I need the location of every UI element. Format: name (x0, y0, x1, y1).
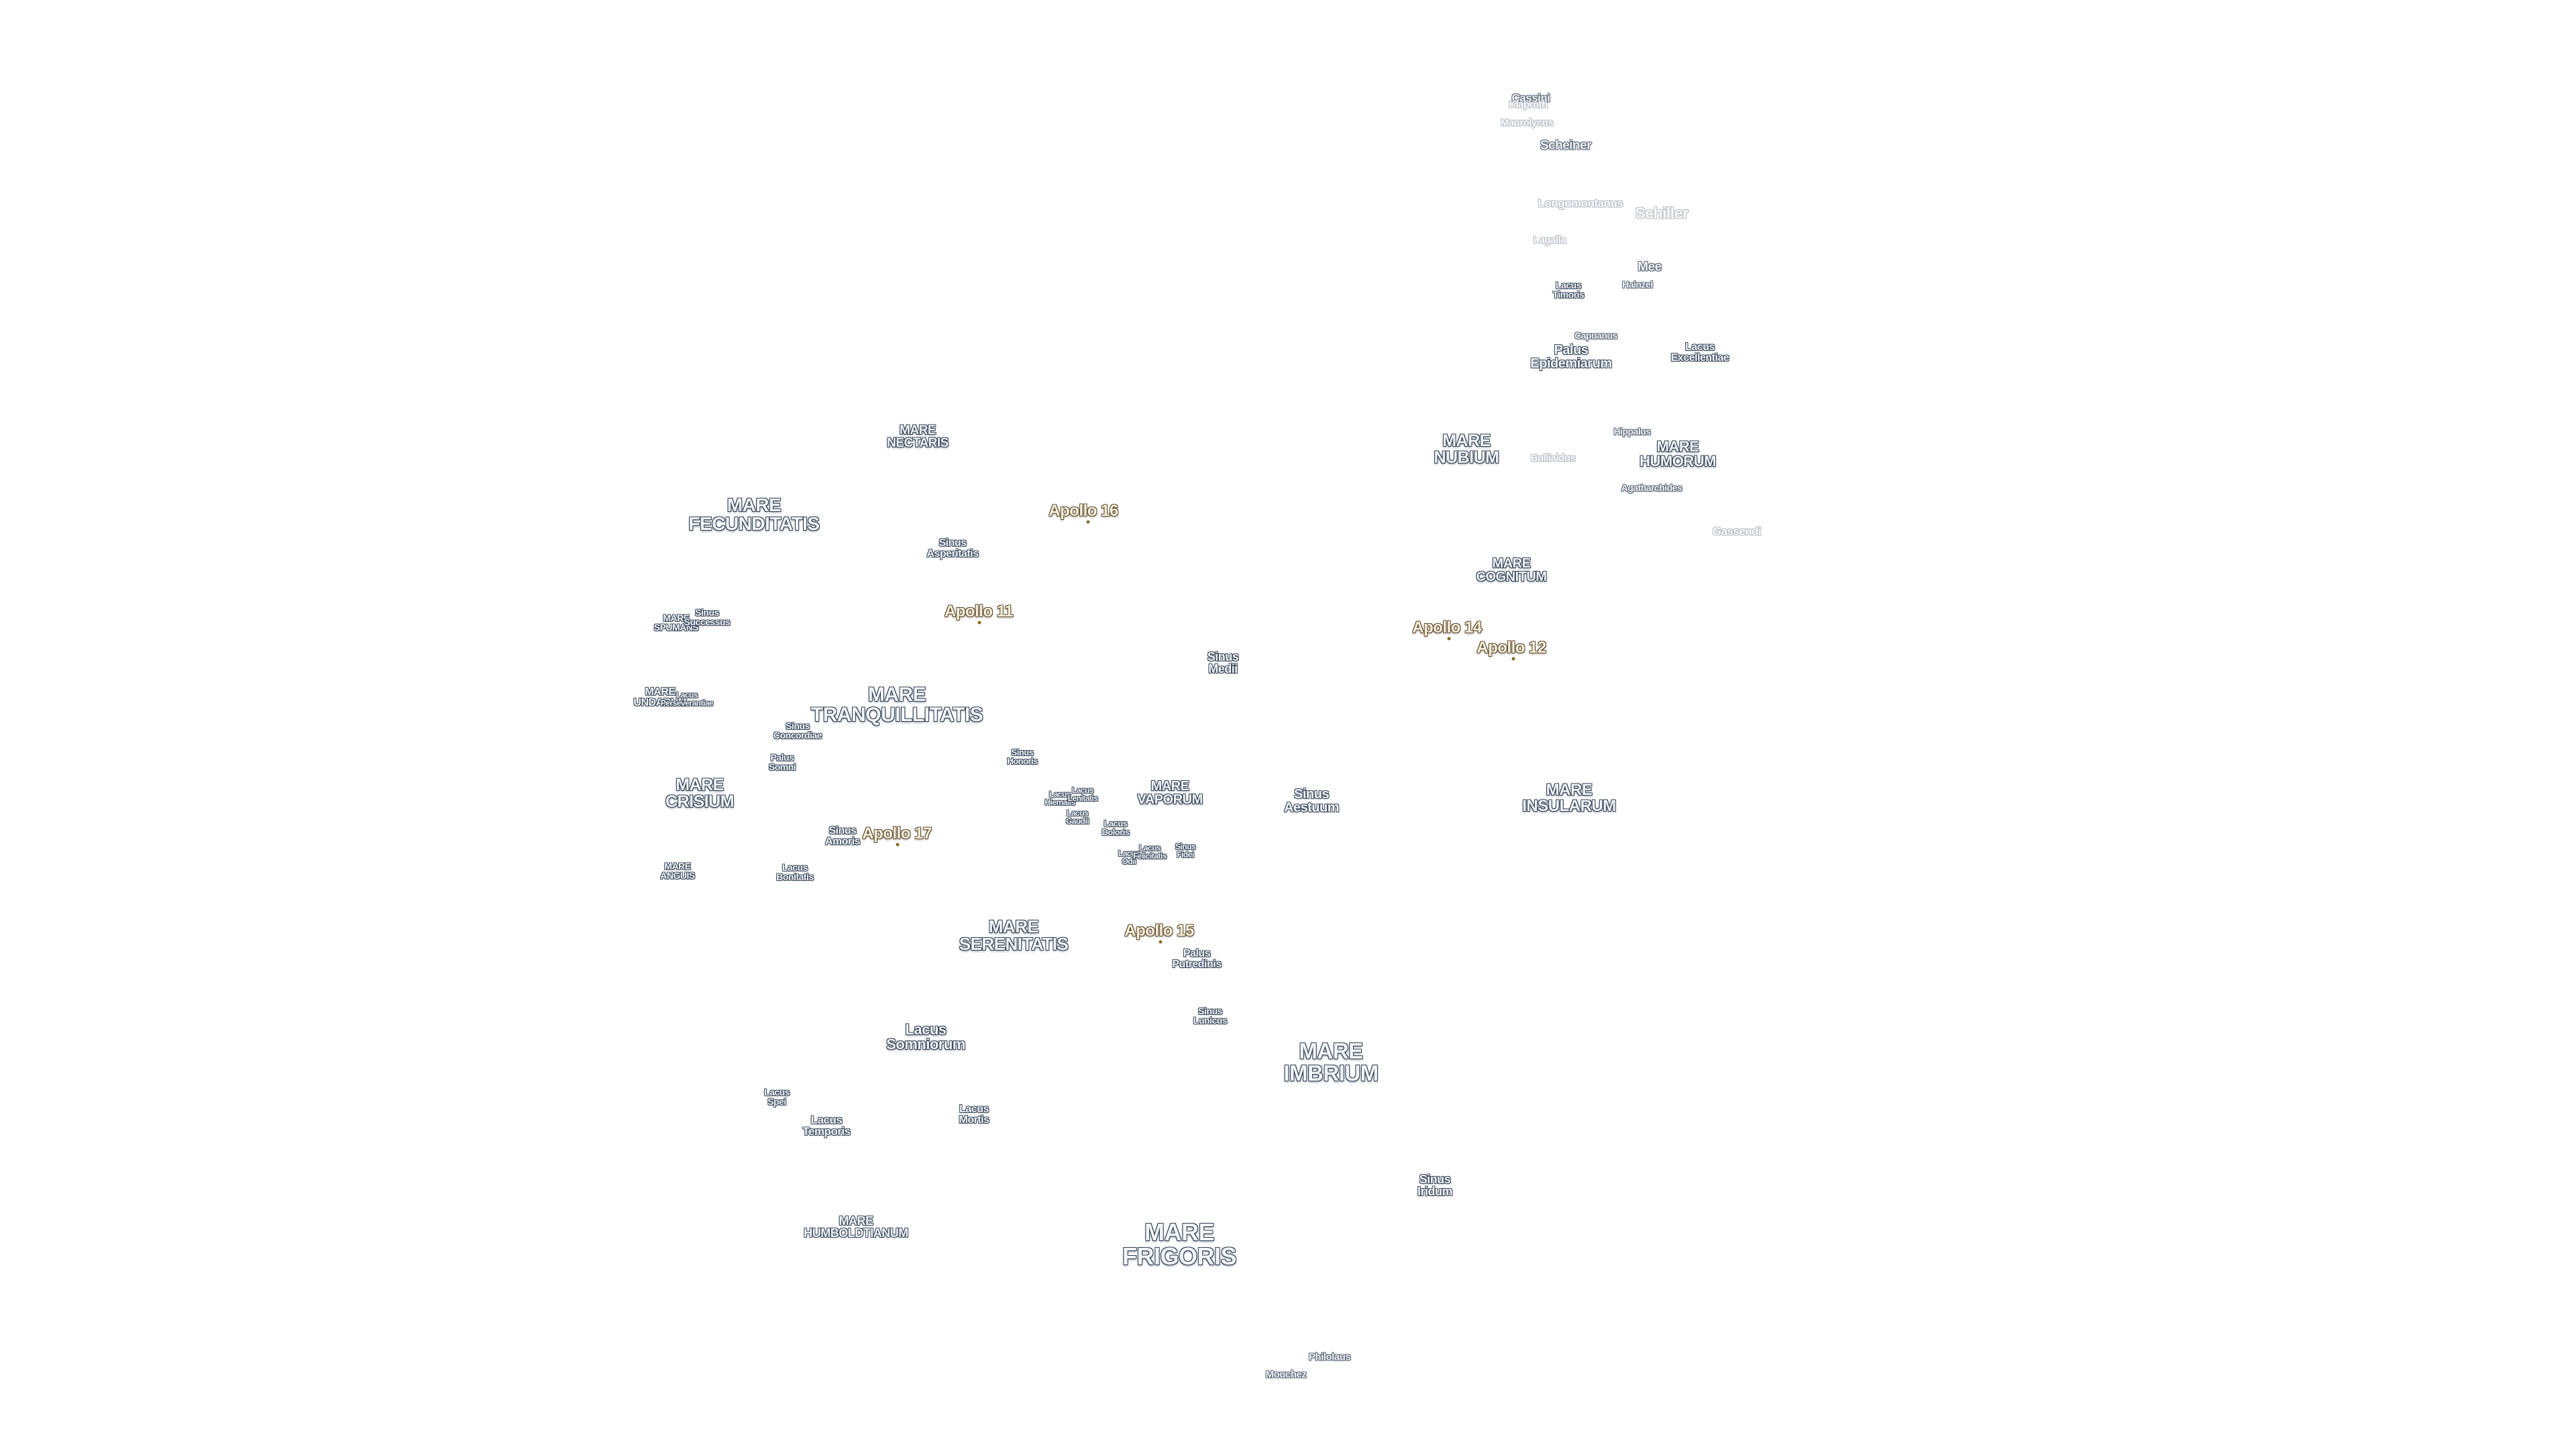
label-hippalus: Hippalus (1613, 426, 1651, 437)
apollo-15-site-marker (1159, 940, 1163, 944)
label-lacus-timoris: Lacus Timoris (1552, 280, 1585, 300)
label-lacus-perseverantiae: Lacus Perseverantiae (660, 690, 714, 708)
label-mare-vaporum: MARE VAPORUM (1137, 779, 1203, 807)
label-sinus-aestuum: Sinus Aestuum (1283, 787, 1340, 815)
label-mare-humorum: MARE HUMORUM (1640, 438, 1716, 470)
label-apollo-17: Apollo 17 (862, 824, 932, 843)
label-klaproth: Klaproth (1509, 99, 1548, 111)
label-mare-frigoris: MARE FRIGORIS (1122, 1218, 1237, 1270)
label-capuanus: Capuanus (1574, 330, 1617, 341)
label-gassendi: Gassendi (1712, 525, 1762, 538)
label-lacus-felicitatis: Lacus Felicitatis (1133, 843, 1167, 861)
label-sinus-honoris: Sinus Honoris (1007, 747, 1038, 766)
label-mare-humboldtianum: MARE HUMBOLDTIANUM (804, 1214, 908, 1240)
label-lacus-hiemalis: Lacus Hiemalis (1044, 790, 1075, 807)
label-mare-tranquillitatis: MARE TRANQUILLITATIS (810, 684, 983, 726)
label-sinus-asperitatis: Sinus Asperitatis (926, 537, 979, 559)
label-sinus-lunicus: Sinus Lunicus (1193, 1006, 1228, 1026)
label-lacus-bonitatis: Lacus Bonitatis (776, 862, 814, 882)
label-bullialdus: Bullialdus (1530, 452, 1576, 464)
label-palus-putredinis: Palus Putredinis (1172, 948, 1222, 970)
label-sinus-successus: Sinus Successus (684, 607, 731, 627)
label-lacus-somniorum: Lacus Somniorum (886, 1021, 965, 1053)
label-agatharchides: Agatharchides (1621, 482, 1682, 493)
label-sinus-concordiae: Sinus Concordiae (773, 720, 822, 741)
label-mare-fecunditatis: MARE FECUNDITATIS (688, 494, 820, 534)
label-lacus-temporis: Lacus Temporis (802, 1114, 851, 1138)
label-lagalla: Lagalla (1533, 234, 1566, 246)
label-apollo-16: Apollo 16 (1049, 502, 1118, 520)
apollo-17-site-marker (896, 843, 900, 847)
label-palus-epidemiarum: Palus Epidemiarum (1530, 343, 1612, 371)
label-lacus-gaudii: Lacus Gaudii (1065, 808, 1089, 826)
label-palus-somni: Palus Somni (768, 752, 796, 772)
label-schiller: Schiller (1635, 204, 1688, 222)
label-longomontanus: Longomontanus (1538, 197, 1623, 210)
label-mee: Mee (1638, 260, 1662, 274)
label-mare-anguis: MARE ANGUIS (660, 861, 695, 881)
label-sinus-fidei: Sinus Fidei (1175, 842, 1196, 859)
label-apollo-15: Apollo 15 (1124, 922, 1194, 940)
apollo-16-site-marker (1086, 520, 1090, 524)
label-sinus-amoris: Sinus Amoris (824, 825, 861, 847)
label-mare-insularum: MARE INSULARUM (1522, 781, 1616, 815)
label-lacus-lenitatis: Lacus Lenitatis (1067, 786, 1098, 803)
label-mare-cognitum: MARE COGNITUM (1476, 556, 1547, 584)
label-hainzel: Hainzel (1622, 279, 1653, 290)
label-sinus-medii: Sinus Medii (1207, 650, 1239, 676)
label-apollo-14: Apollo 14 (1412, 619, 1482, 637)
label-scheiner: Scheiner (1540, 138, 1592, 153)
label-apollo-11: Apollo 11 (944, 602, 1014, 621)
label-sinus-iridum: Sinus Iridum (1417, 1173, 1453, 1198)
label-lacus-mortis: Lacus Mortis (959, 1104, 990, 1126)
label-lacus-odii: Lacus Odii (1118, 849, 1140, 866)
apollo-14-site-marker (1447, 637, 1451, 641)
label-mare-serenitatis: MARE SERENITATIS (959, 916, 1069, 954)
label-apollo-12: Apollo 12 (1477, 639, 1546, 657)
label-mare-imbrium: MARE IMBRIUM (1283, 1038, 1379, 1085)
label-lacus-excellentiae: Lacus Excellentiae (1670, 341, 1729, 364)
label-maurolycus: Maurolycus (1500, 117, 1554, 129)
label-mouchez: Mouchez (1265, 1368, 1307, 1381)
apollo-12-site-marker (1511, 657, 1515, 661)
label-mare-spumans: MARE SPUMANS (653, 612, 699, 633)
label-mare-nectaris: MARE NECTARIS (887, 423, 949, 450)
label-lacus-spei: Lacus Spei (764, 1087, 790, 1107)
apollo-11-site-marker (977, 621, 981, 625)
label-mare-nubium: MARE NUBIUM (1434, 431, 1500, 467)
label-philolaus: Philolaus (1308, 1351, 1351, 1363)
label-mare-crisium: MARE CRISIUM (665, 775, 735, 811)
label-cassini: Cassini (1511, 91, 1550, 105)
label-mare-undarum: MARE UNDARUM (633, 686, 687, 708)
label-lacus-doloris: Lacus Doloris (1102, 818, 1130, 837)
